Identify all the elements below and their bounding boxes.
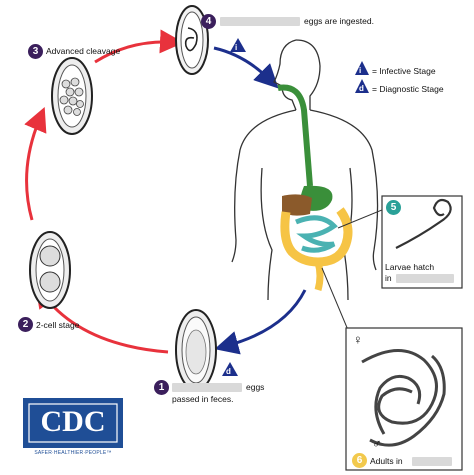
stage-3-badge: 3 xyxy=(28,44,43,59)
adults-callout-line xyxy=(321,267,349,331)
stage-2-text: 2-cell stage xyxy=(36,320,80,330)
human-body-icon xyxy=(231,39,379,301)
infective-marker-icon xyxy=(230,38,246,52)
stage-2-badge: 2 xyxy=(18,317,33,332)
digestive-tract-icon xyxy=(277,84,353,291)
redacted-label xyxy=(412,457,452,466)
stage-1-text-a: eggs xyxy=(246,382,265,392)
stage-3-text: Advanced cleavage xyxy=(46,46,121,56)
egg-stage-2-icon xyxy=(29,231,71,309)
male-symbol-icon: ♂ xyxy=(372,436,382,451)
redacted-label xyxy=(220,17,300,26)
infective-legend-text: = Infective Stage xyxy=(372,66,436,76)
stage-1-badge: 1 xyxy=(154,380,169,395)
egg-stage-1-icon xyxy=(175,309,217,391)
redacted-label xyxy=(396,274,454,283)
egg-stage-3-icon xyxy=(51,57,93,135)
stage-4-badge: 4 xyxy=(201,14,216,29)
arrow-egg3-to-egg4 xyxy=(94,29,184,64)
stage-5-badge: 5 xyxy=(386,200,401,215)
egg-stage-4-icon xyxy=(175,5,209,75)
stage-5-text-b: in xyxy=(385,273,392,283)
stage-1-text-b: passed in feces. xyxy=(172,394,234,404)
infective-legend-icon xyxy=(355,61,369,75)
larva-icon xyxy=(395,198,452,249)
stage-6-text: Adults in xyxy=(370,456,403,466)
diagnostic-legend-text: = Diagnostic Stage xyxy=(372,84,444,94)
diagnostic-legend-letter: d xyxy=(359,84,364,93)
female-symbol-icon: ♀ xyxy=(353,332,363,347)
diagnostic-legend-icon xyxy=(355,79,369,93)
stage-6-badge: 6 xyxy=(352,453,367,468)
infective-marker-letter: i xyxy=(235,43,238,52)
diagnostic-marker-icon xyxy=(222,362,238,376)
adults-inset-box xyxy=(345,327,463,471)
arrow-to-mouth xyxy=(213,46,279,89)
larva-callout-line xyxy=(337,209,383,229)
infective-legend-letter: i xyxy=(359,66,362,75)
stage-4-text: eggs are ingested. xyxy=(304,16,374,26)
diagnostic-marker-letter: d xyxy=(226,367,231,376)
arrow-to-feces-egg xyxy=(214,289,307,355)
cdc-logo-text: CDC xyxy=(40,405,106,438)
cdc-logo-tagline: SAFER·HEALTHIER·PEOPLE™ xyxy=(34,450,112,456)
redacted-label xyxy=(172,383,242,392)
stage-5-text-a: Larvae hatch xyxy=(385,262,435,272)
cdc-logo: CDC SAFER·HEALTHIER·PEOPLE™ xyxy=(23,398,123,460)
arrow-egg2-to-egg3 xyxy=(24,106,47,221)
adult-worm-icon xyxy=(361,349,446,447)
